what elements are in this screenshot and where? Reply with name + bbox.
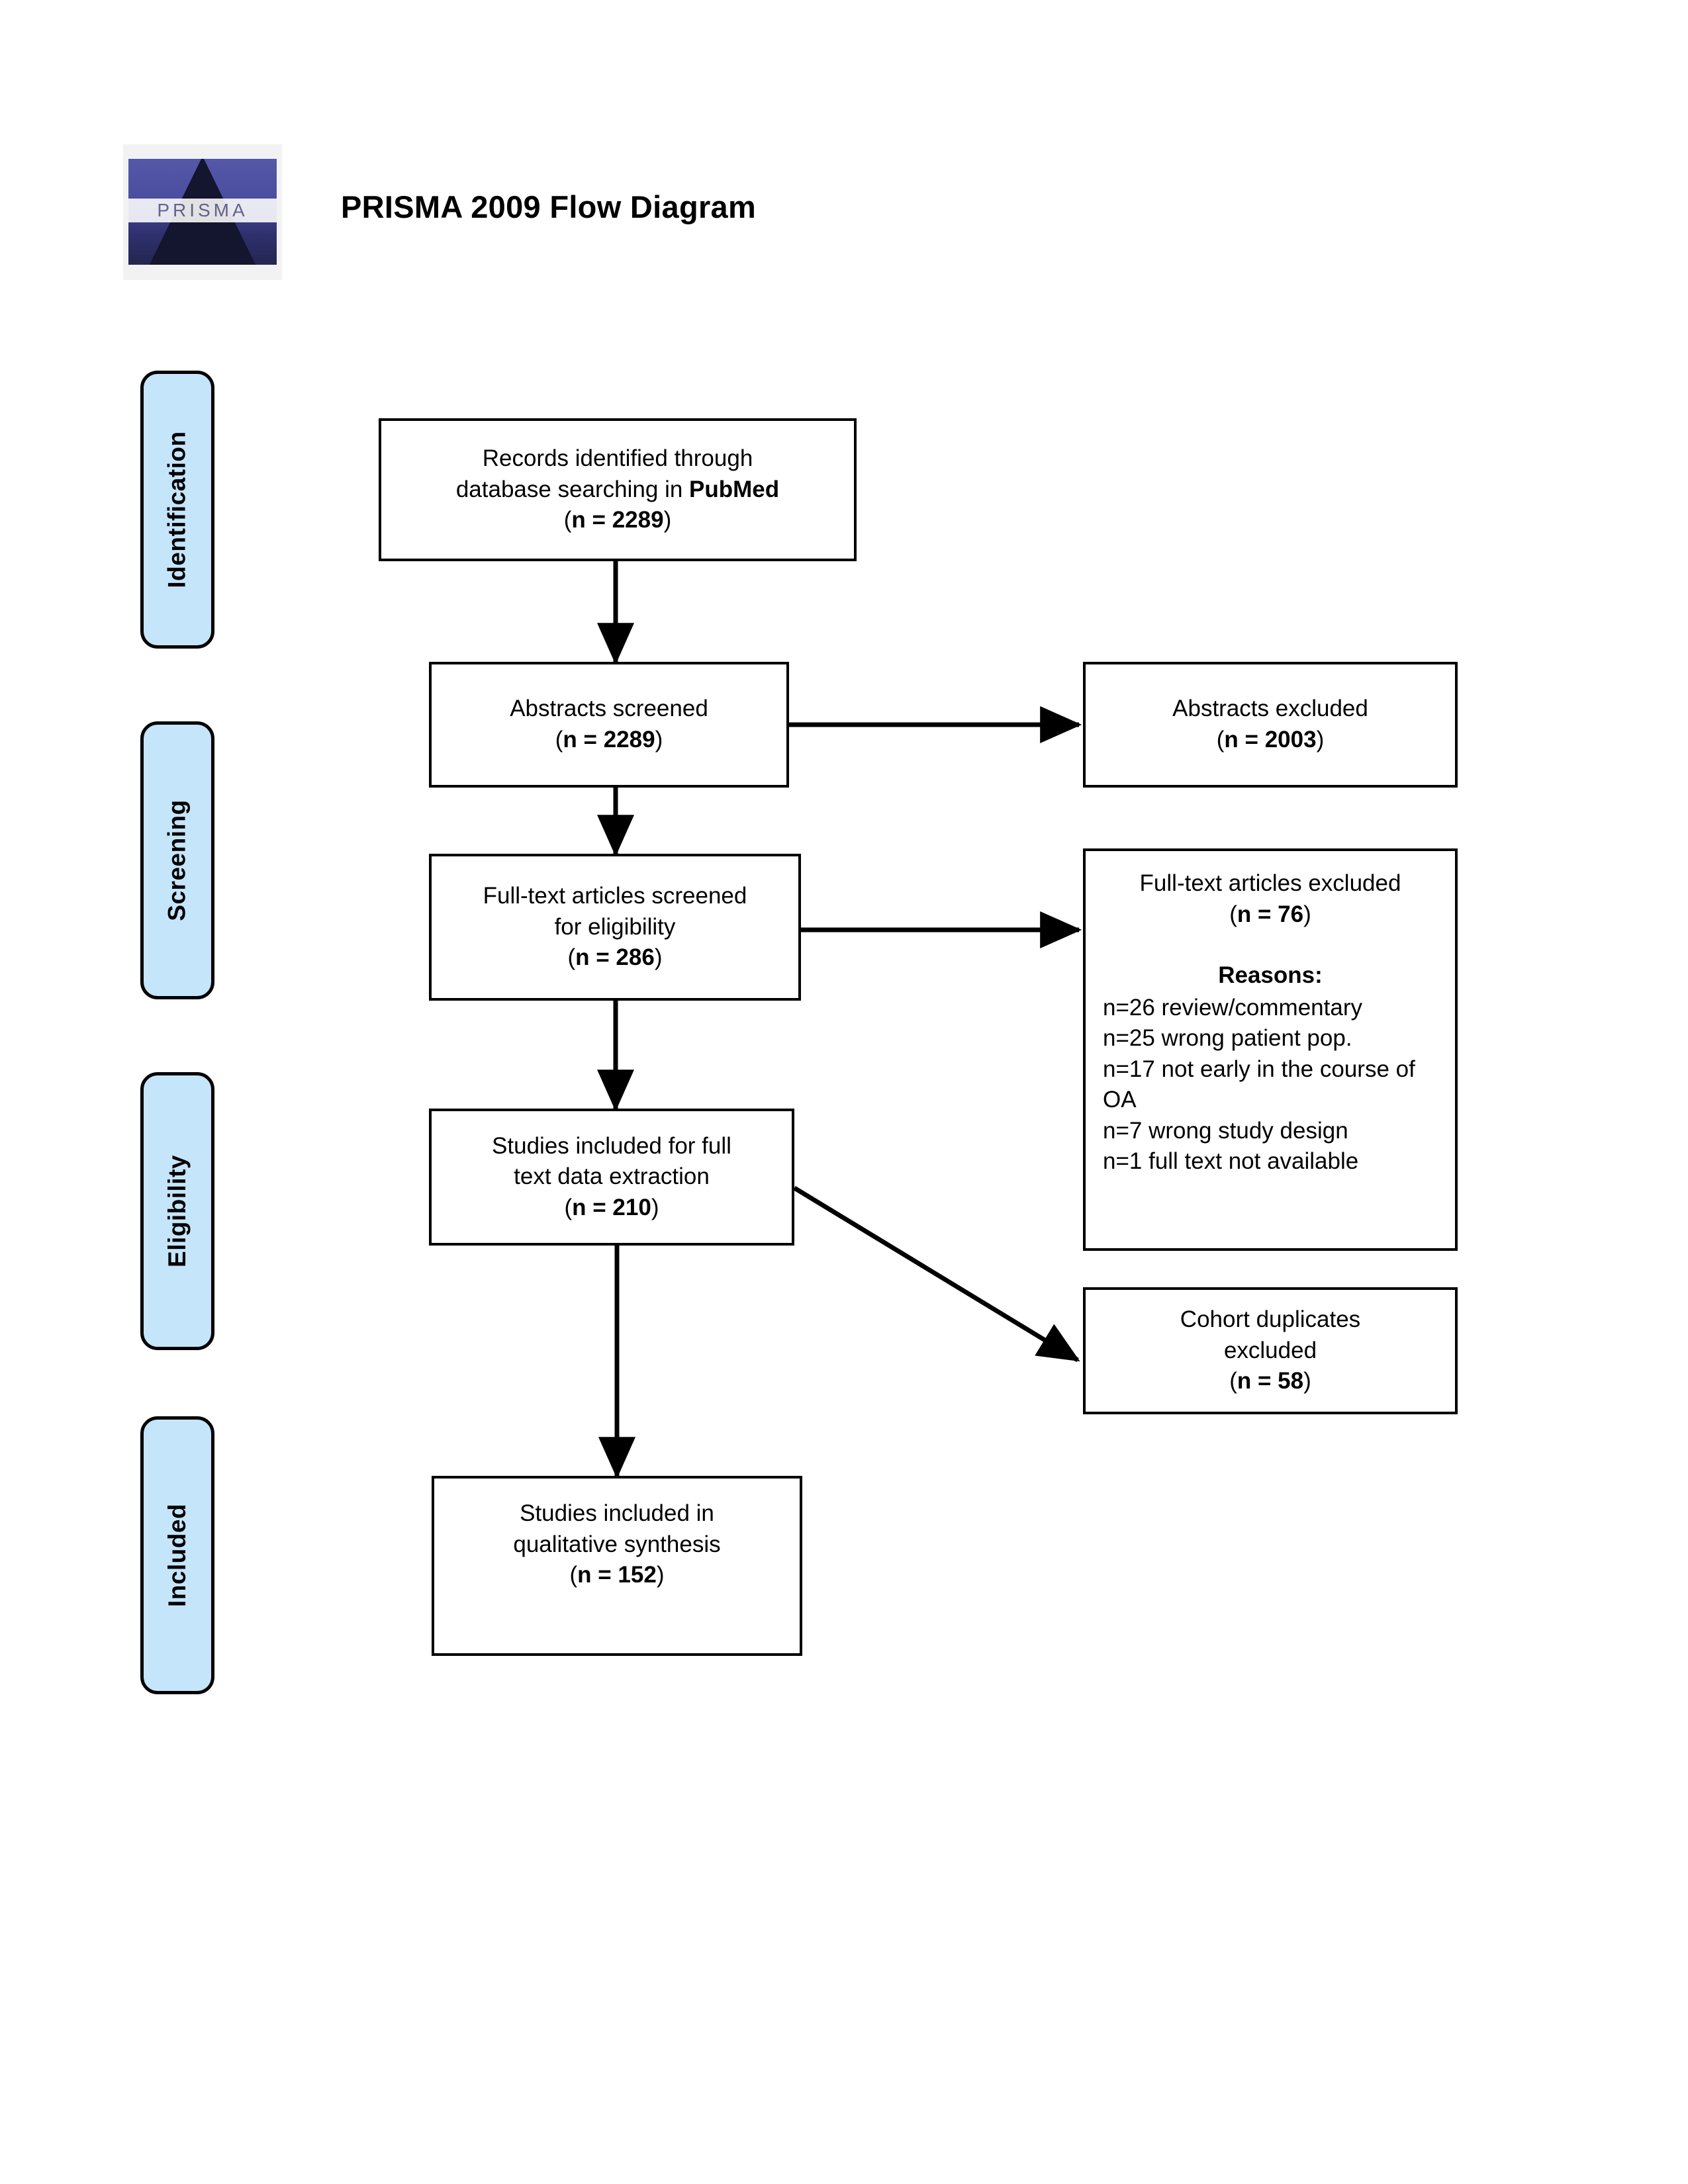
box-studies-extraction: Studies included for full text data extr… <box>429 1109 794 1246</box>
records-identified-line-2: database searching in PubMed <box>456 475 779 506</box>
fulltext-screened-count: (n = 286) <box>567 944 663 971</box>
reason-item: n=25 wrong patient pop. <box>1103 1025 1352 1052</box>
studies-extraction-count: (n = 210) <box>564 1194 659 1220</box>
stage-identification-label: Identification <box>164 431 191 588</box>
fulltext-excluded-line-1: Full-text articles excluded <box>1139 870 1401 896</box>
records-identified-count: (n = 2289) <box>563 507 672 533</box>
qualitative-synthesis-line-1: Studies included in <box>520 1500 714 1526</box>
fulltext-screened-count-value: n = 286 <box>575 944 655 971</box>
stage-eligibility-label: Eligibility <box>164 1155 191 1267</box>
prisma-logo-band: PRISMA <box>128 199 277 222</box>
fulltext-screened-line-1: Full-text articles screened <box>483 883 747 909</box>
studies-extraction-line-1: Studies included for full <box>492 1132 731 1159</box>
fulltext-excluded-reasons-list: n=26 review/commentary n=25 wrong patien… <box>1086 993 1455 1177</box>
abstracts-excluded-count: (n = 2003) <box>1216 727 1325 752</box>
qualitative-synthesis-count: (n = 152) <box>569 1562 665 1588</box>
qualitative-synthesis-line-2: qualitative synthesis <box>513 1531 721 1557</box>
abstracts-excluded-count-value: n = 2003 <box>1224 727 1317 752</box>
box-fulltext-excluded: Full-text articles excluded (n = 76) Rea… <box>1083 848 1458 1251</box>
fulltext-screened-line-2: for eligibility <box>554 913 676 940</box>
box-cohort-duplicates-excluded: Cohort duplicates excluded (n = 58) <box>1083 1287 1458 1414</box>
box-abstracts-excluded: Abstracts excluded (n = 2003) <box>1083 662 1458 788</box>
stage-included-label: Included <box>164 1503 191 1608</box>
page-title: PRISMA 2009 Flow Diagram <box>341 189 757 224</box>
fulltext-excluded-count: (n = 76) <box>1229 901 1311 927</box>
box-records-identified: Records identified through database sear… <box>379 418 857 561</box>
abstracts-screened-line-1: Abstracts screened <box>510 696 708 722</box>
stage-screening: Screening <box>140 721 214 999</box>
stage-screening-label: Screening <box>164 799 191 921</box>
studies-extraction-count-value: n = 210 <box>572 1194 651 1220</box>
reason-item: n=26 review/commentary <box>1103 994 1362 1021</box>
abstracts-screened-count-value: n = 2289 <box>563 727 655 752</box>
box-abstracts-screened: Abstracts screened (n = 2289) <box>429 662 789 788</box>
studies-extraction-line-2: text data extraction <box>514 1163 710 1190</box>
records-identified-line-1: Records identified through <box>482 445 753 472</box>
prisma-logo-graphic: PRISMA <box>128 159 277 265</box>
box-qualitative-synthesis: Studies included in qualitative synthesi… <box>432 1476 802 1656</box>
reason-item: n=1 full text not available <box>1103 1148 1359 1175</box>
records-identified-line-2-text: database searching in <box>455 476 690 502</box>
stage-included: Included <box>140 1416 214 1694</box>
fulltext-excluded-reasons-heading: Reasons: <box>1218 962 1323 989</box>
stage-eligibility: Eligibility <box>140 1072 214 1350</box>
cohort-duplicates-line-1: Cohort duplicates <box>1180 1306 1361 1333</box>
reason-item: n=17 not early in the course of OA <box>1103 1056 1415 1113</box>
prisma-logo: PRISMA <box>123 144 282 280</box>
box-fulltext-screened: Full-text articles screened for eligibil… <box>429 854 801 1001</box>
cohort-duplicates-count: (n = 58) <box>1229 1368 1311 1394</box>
arrow-extraction-to-cohort-duplicates <box>793 1186 1080 1362</box>
abstracts-excluded-line-1: Abstracts excluded <box>1172 696 1368 722</box>
prisma-logo-wordmark: PRISMA <box>157 200 248 220</box>
cohort-duplicates-count-value: n = 58 <box>1237 1368 1304 1394</box>
reason-item: n=7 wrong study design <box>1103 1117 1348 1144</box>
cohort-duplicates-line-2: excluded <box>1223 1337 1317 1363</box>
stage-identification: Identification <box>140 371 214 649</box>
abstracts-screened-count: (n = 2289) <box>555 727 663 752</box>
qualitative-synthesis-count-value: n = 152 <box>577 1562 657 1588</box>
records-identified-count-value: n = 2289 <box>571 507 664 533</box>
fulltext-excluded-count-value: n = 76 <box>1237 901 1304 927</box>
records-identified-source: PubMed <box>689 476 780 502</box>
